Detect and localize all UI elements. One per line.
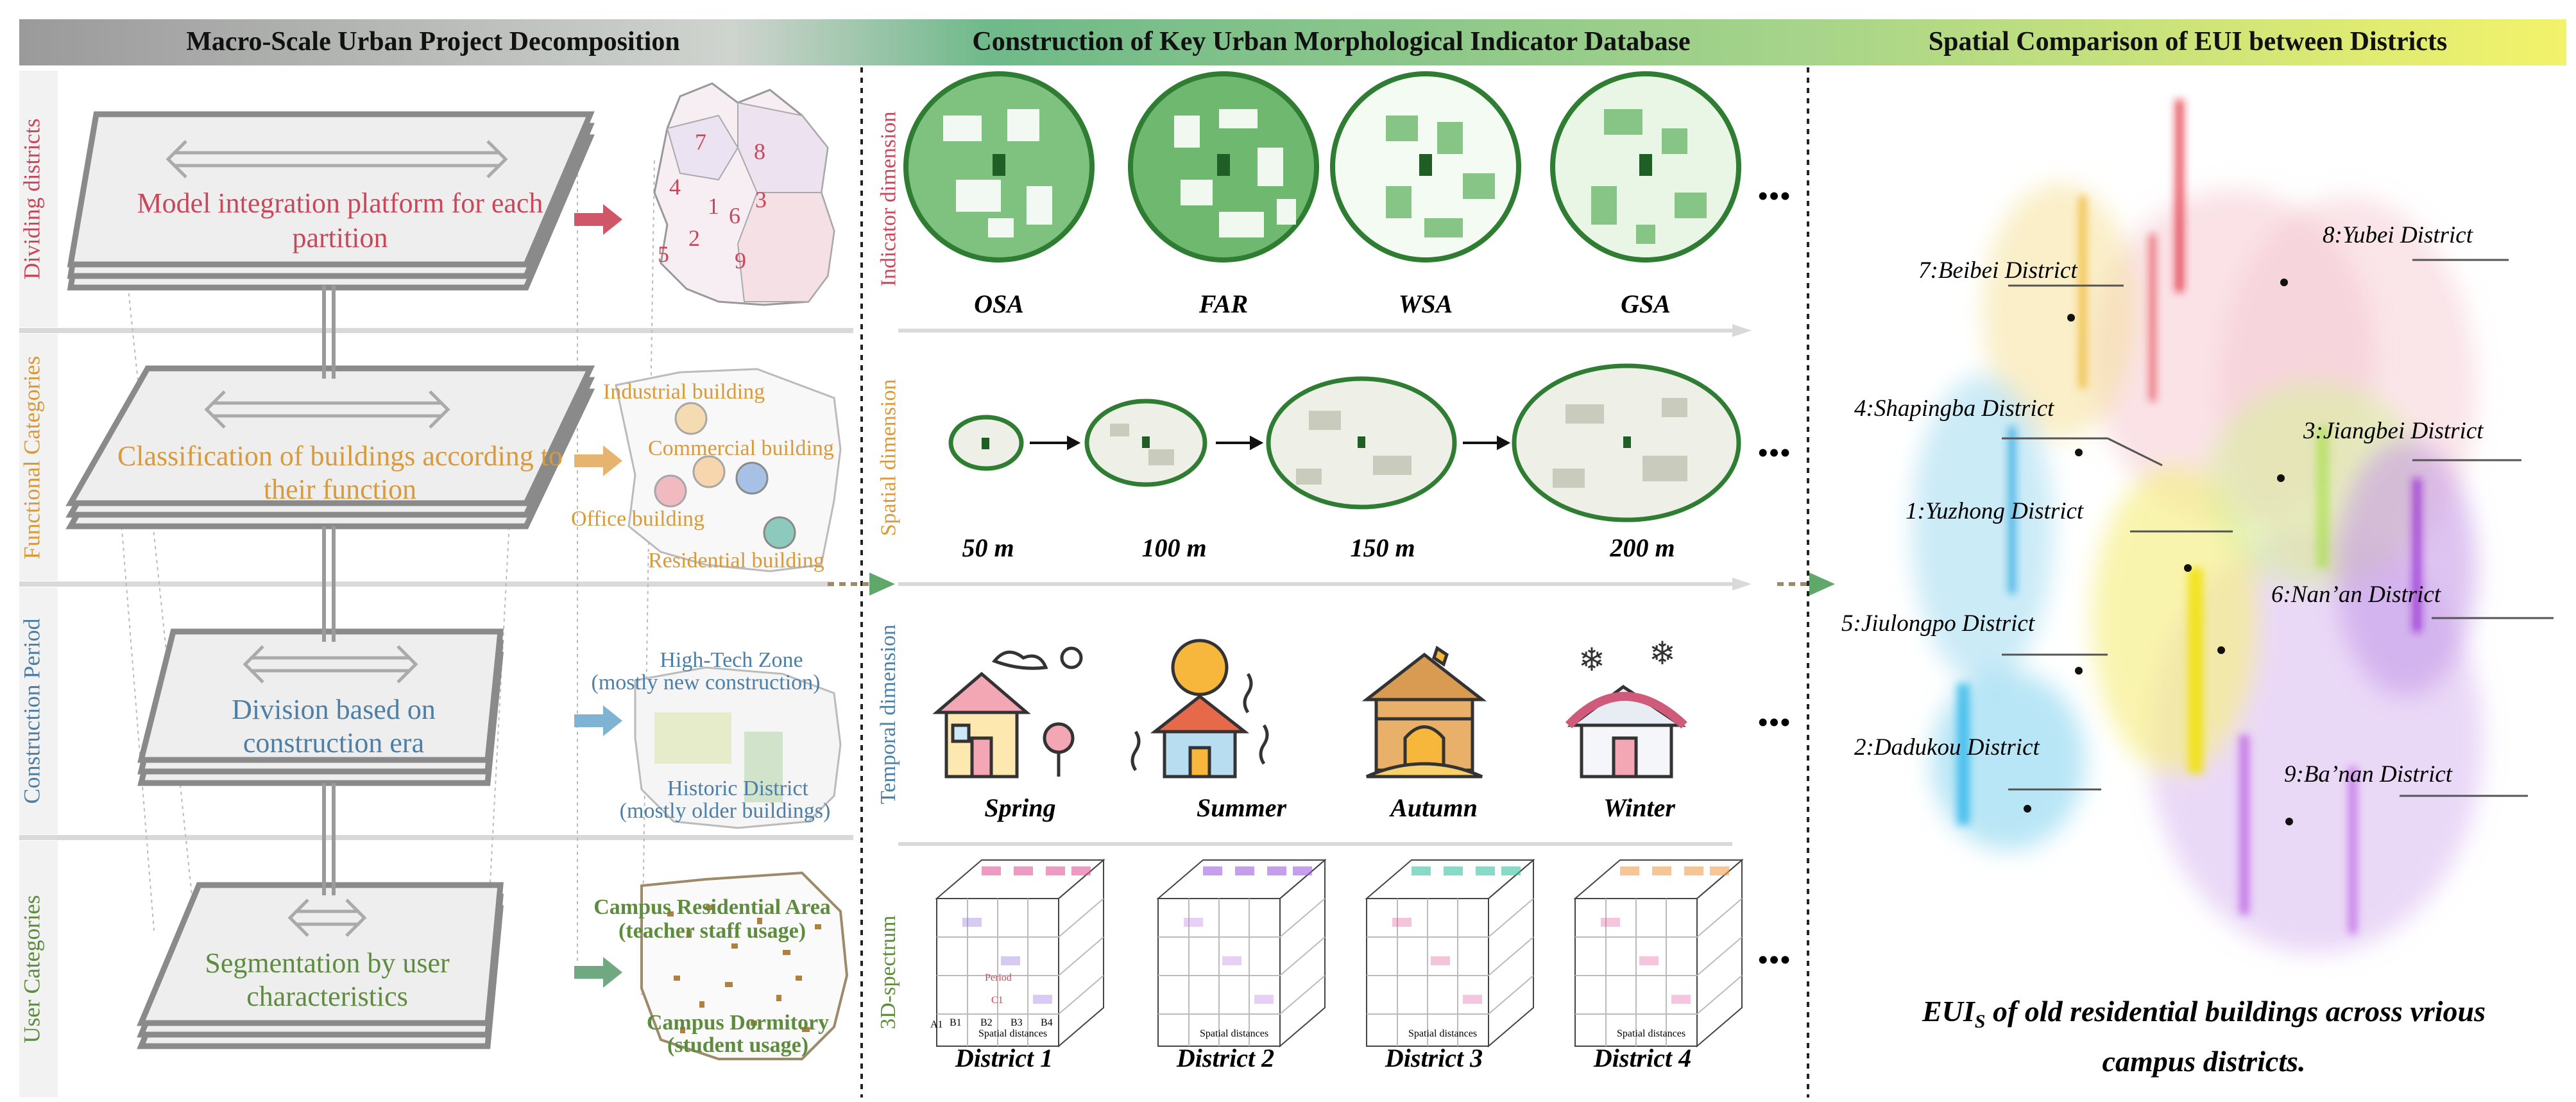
map-number: 4 bbox=[669, 174, 681, 200]
spectrum-b4: B4 bbox=[1041, 1017, 1053, 1028]
spectrum-period-label: Period bbox=[985, 972, 1012, 983]
district-4-label: District 4 bbox=[1593, 1044, 1692, 1072]
eui-map bbox=[1912, 99, 2554, 953]
map-label-historic-note: (mostly older buildings) bbox=[619, 799, 831, 823]
district-label-beibei: 7:Beibei District bbox=[1918, 257, 2077, 284]
map-label-hightech-note: (mostly new construction) bbox=[591, 671, 821, 694]
map-number: 2 bbox=[688, 225, 700, 251]
cube-district-1 bbox=[936, 859, 1104, 1047]
district-label-yuzhong: 1:Yuzhong District bbox=[1906, 498, 2084, 524]
map-label-dorm-note: (student usage) bbox=[667, 1033, 809, 1057]
season-spring: Spring bbox=[984, 793, 1056, 822]
layer-text-construction: Division based on construction era bbox=[232, 694, 436, 759]
map-label-residential: Residential building bbox=[648, 549, 824, 573]
district-3-label: District 3 bbox=[1385, 1044, 1483, 1072]
season-autumn: Autumn bbox=[1390, 793, 1478, 822]
map-number: 8 bbox=[754, 139, 765, 164]
district-label-jiangbei: 3:Jiangbei District bbox=[2303, 418, 2484, 444]
header-right: Spatial Comparison of EUI between Distri… bbox=[1928, 27, 2448, 56]
district-label-nanan: 6:Nan’an District bbox=[2271, 581, 2441, 608]
ellipsis: ••• bbox=[1758, 707, 1792, 738]
eui-caption-sub: S bbox=[1974, 1011, 1986, 1033]
map-number: 5 bbox=[658, 241, 669, 267]
radius-200: 200 m bbox=[1610, 533, 1675, 562]
season-winter: Winter bbox=[1603, 793, 1675, 822]
radius-50: 50 m bbox=[962, 533, 1014, 562]
map-number: 7 bbox=[695, 129, 706, 155]
indicator-circles bbox=[903, 71, 1741, 263]
season-summer: Summer bbox=[1196, 793, 1287, 822]
map-number: 9 bbox=[735, 248, 746, 273]
spectrum-x-label: Spatial distances bbox=[1617, 1028, 1686, 1039]
stacked-layers bbox=[65, 82, 849, 1060]
district-label-jiulongpo: 5:Jiulongpo District bbox=[1841, 610, 2035, 637]
layer-text-functional: Classification of buildings according to… bbox=[117, 440, 563, 505]
indicator-osa: OSA bbox=[974, 289, 1024, 318]
radius-150: 150 m bbox=[1350, 533, 1415, 562]
svg-text:❄: ❄ bbox=[1578, 642, 1605, 678]
header-banner bbox=[19, 19, 2566, 65]
summer-icon bbox=[1130, 639, 1269, 779]
district-label-dadukou: 2:Dadukou District bbox=[1854, 734, 2040, 761]
indicator-wsa: WSA bbox=[1398, 289, 1453, 318]
spectrum-cubes bbox=[936, 859, 1743, 1047]
cube-district-2 bbox=[1157, 859, 1326, 1047]
district-1-label: District 1 bbox=[955, 1044, 1053, 1072]
map-label-campus-res-note: (teacher staff usage) bbox=[618, 919, 806, 943]
spectrum-x-label: Spatial distances bbox=[1200, 1028, 1269, 1039]
map-label-dorm: Campus Dormitory bbox=[646, 1011, 830, 1035]
spring-icon bbox=[932, 646, 1083, 779]
svg-text:❄: ❄ bbox=[1649, 635, 1676, 671]
district-2-label: District 2 bbox=[1176, 1044, 1275, 1072]
season-icons: ❄ ❄ bbox=[932, 635, 1687, 779]
eui-caption-text: of old residential buildings across vrio… bbox=[1985, 995, 2486, 1028]
winter-icon: ❄ ❄ bbox=[1565, 635, 1687, 779]
ellipsis: ••• bbox=[1758, 180, 1792, 212]
map-number: 3 bbox=[755, 187, 767, 212]
spatial-circles bbox=[948, 363, 1741, 522]
map-label-industrial: Industrial building bbox=[603, 380, 765, 404]
cube-district-4 bbox=[1574, 859, 1743, 1047]
ellipsis: ••• bbox=[1758, 944, 1792, 976]
layer-text-user: Segmentation by user characteristics bbox=[205, 947, 450, 1012]
district-map bbox=[653, 82, 835, 306]
ellipsis: ••• bbox=[1758, 437, 1792, 469]
autumn-icon bbox=[1361, 646, 1487, 779]
map-label-campus-res: Campus Residential Area bbox=[593, 895, 831, 919]
map-number: 6 bbox=[729, 203, 740, 228]
spectrum-x-label: Spatial distances bbox=[1408, 1028, 1478, 1039]
indicator-far: FAR bbox=[1198, 289, 1249, 318]
header-left: Macro-Scale Urban Project Decomposition bbox=[186, 27, 680, 56]
dim-label-temporal: Temporal dimension bbox=[876, 624, 901, 804]
radius-100: 100 m bbox=[1141, 533, 1207, 562]
district-label-yubei: 8:Yubei District bbox=[2323, 222, 2473, 248]
indicator-gsa: GSA bbox=[1621, 289, 1671, 318]
map-number: 1 bbox=[708, 193, 719, 219]
spectrum-c1: C1 bbox=[991, 995, 1003, 1006]
district-label-banan: 9:Ba’nan District bbox=[2284, 761, 2453, 788]
header-middle: Construction of Key Urban Morphological … bbox=[972, 27, 1691, 56]
eui-caption-line1: EUIS of old residential buildings across… bbox=[1861, 992, 2547, 1042]
map-label-commercial: Commercial building bbox=[648, 436, 834, 460]
dim-label-spectrum: 3D-spectrum bbox=[876, 915, 901, 1029]
spectrum-a1: A1 bbox=[930, 1019, 943, 1030]
spectrum-x-label: Spatial distances bbox=[978, 1028, 1048, 1039]
eui-caption-line2: campus districts. bbox=[2102, 1045, 2306, 1078]
eui-caption: EUIS of old residential buildings across… bbox=[1861, 992, 2547, 1081]
map-label-historic: Historic District bbox=[667, 777, 809, 800]
cube-district-3 bbox=[1366, 859, 1534, 1047]
map-label-office: Office building bbox=[571, 507, 705, 531]
spectrum-b2: B2 bbox=[980, 1017, 993, 1028]
spectrum-b3: B3 bbox=[1011, 1017, 1023, 1028]
layer-text-dividing: Model integration platform for each part… bbox=[137, 187, 543, 254]
spectrum-b1: B1 bbox=[950, 1017, 962, 1028]
eui-caption-prefix: EUI bbox=[1922, 995, 1975, 1028]
map-label-hightech: High-Tech Zone bbox=[660, 648, 803, 672]
district-label-shapingba: 4:Shapingba District bbox=[1854, 395, 2054, 422]
